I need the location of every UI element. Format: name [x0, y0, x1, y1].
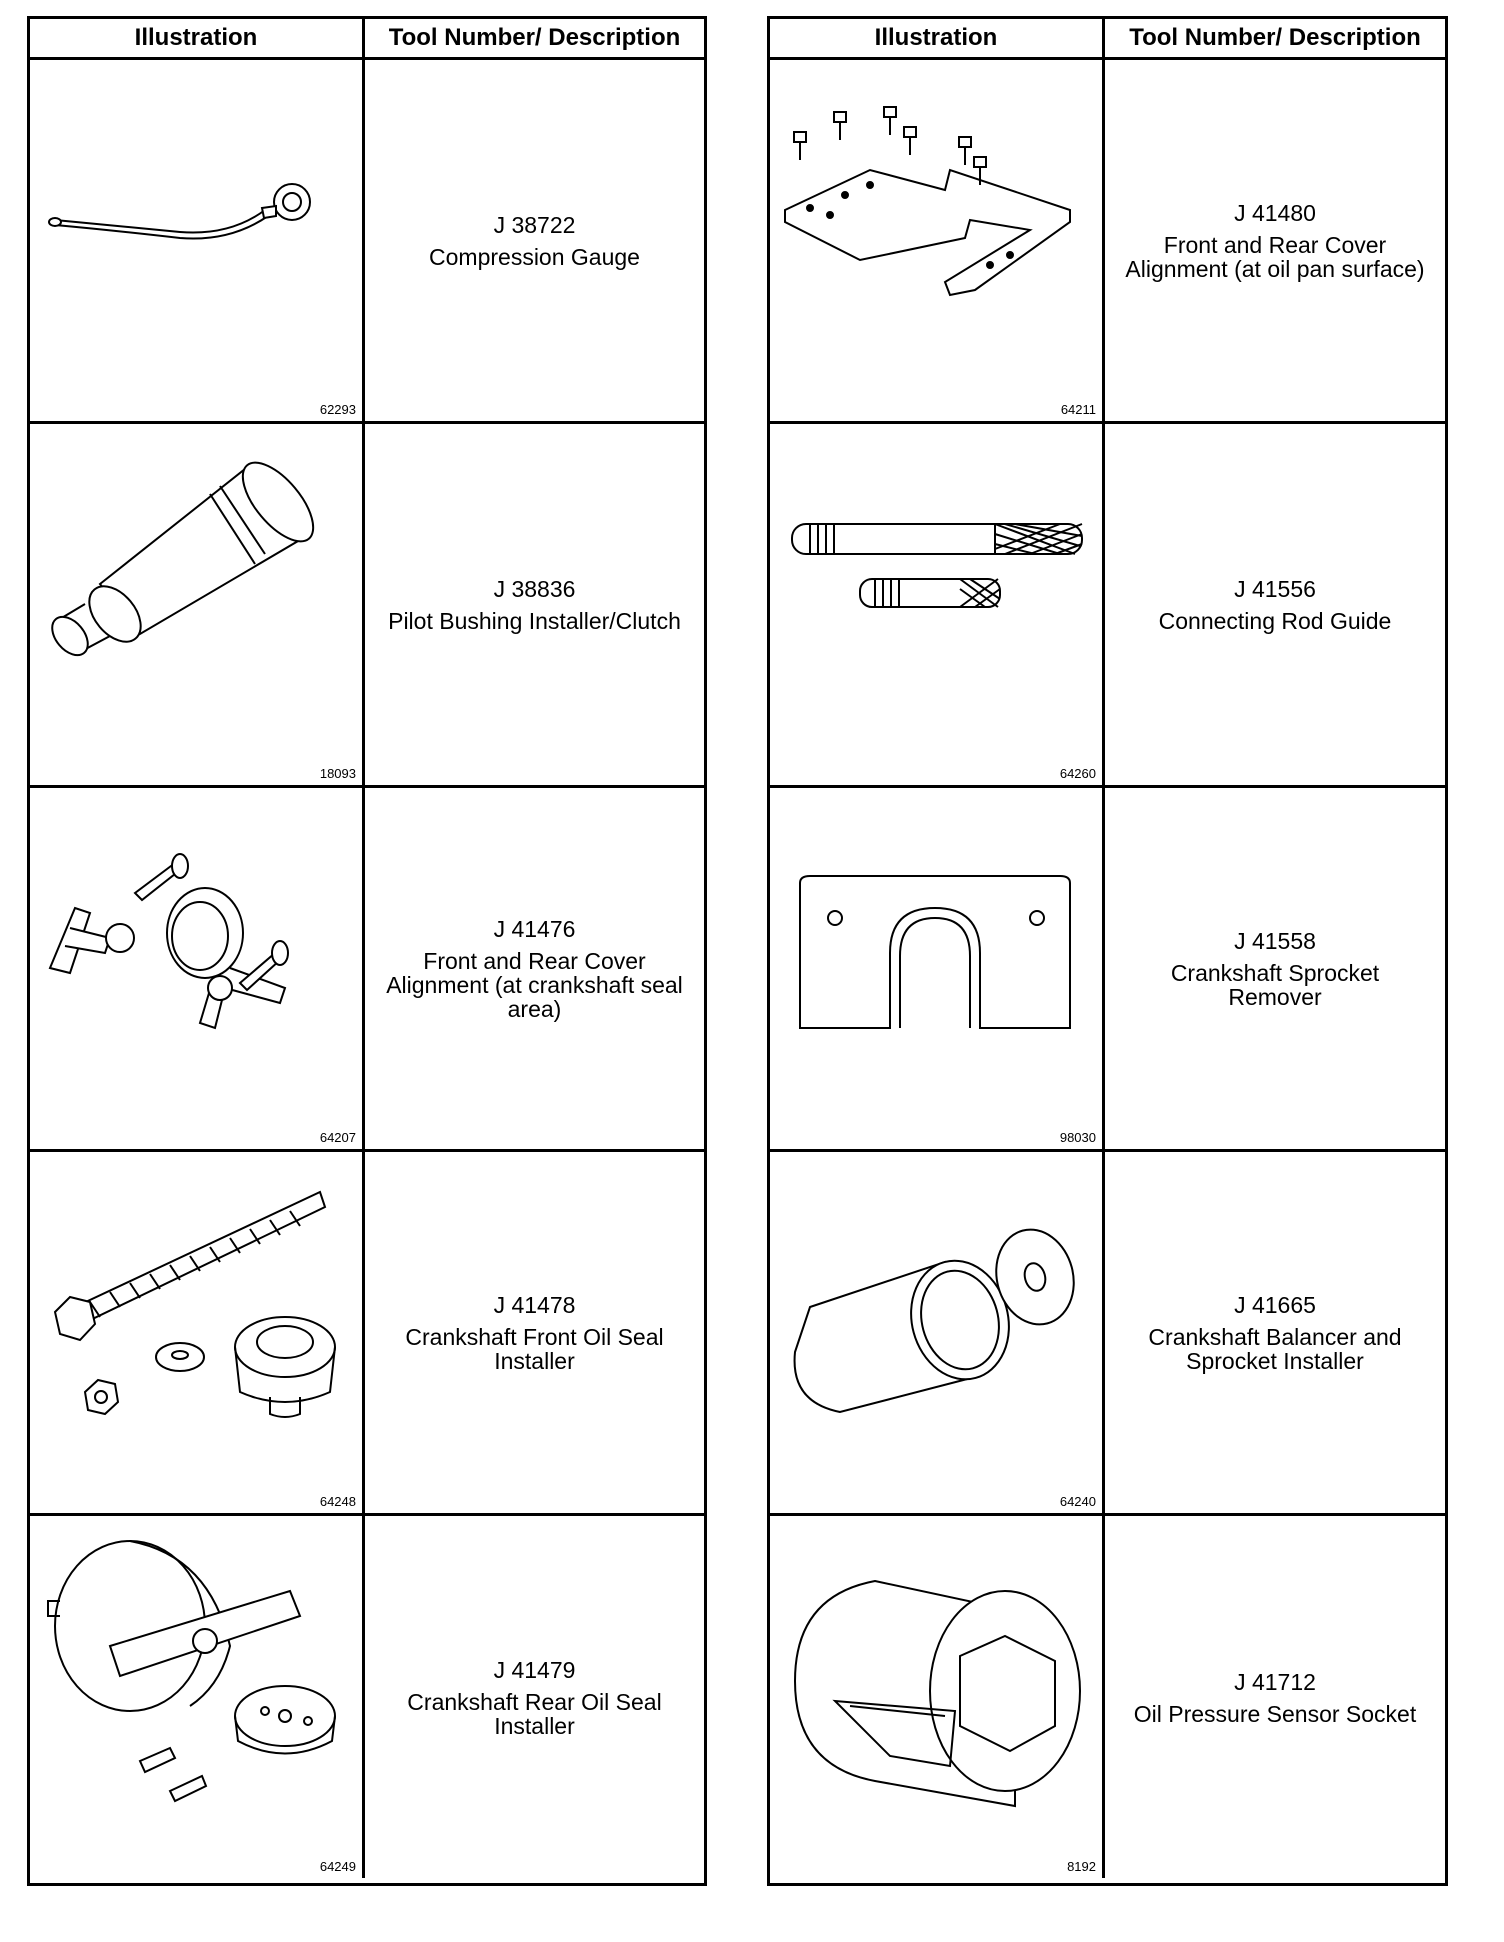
tool-description: Front and Rear Cover Alignment (at oil p… — [1125, 232, 1425, 282]
tool-number: J 41476 — [493, 916, 576, 942]
tool-row: 64248 J 41478 Crankshaft Front Oil Seal … — [30, 1152, 704, 1516]
tool-description: Oil Pressure Sensor Socket — [1133, 1700, 1417, 1727]
compression-gauge-icon — [48, 183, 311, 240]
table-header: Illustration Tool Number/ Description — [30, 19, 704, 60]
tool-number: J 41712 — [1234, 1668, 1316, 1695]
tool-row: 64211 J 41480 Front and Rear Cover Align… — [770, 60, 1445, 424]
illustration-cell: 98030 — [770, 788, 1105, 1149]
tool-row: 98030 J 41558 Crankshaft Sprocket Remove… — [770, 788, 1445, 1152]
tool-row: 64260 J 41556 Connecting Rod Guide — [770, 424, 1445, 788]
illustration-header: Illustration — [770, 19, 1105, 57]
tool-description-cell: J 41558 Crankshaft Sprocket Remover — [1105, 788, 1445, 1149]
bushing-installer-icon — [51, 461, 315, 657]
figure-number: 8192 — [1067, 1859, 1096, 1874]
figure-number: 64207 — [319, 1130, 356, 1145]
illustration-cell: 64249 — [30, 1516, 365, 1878]
illustration-cell: 8192 — [770, 1516, 1105, 1878]
tool-description: Front and Rear Cover Alignment (at crank… — [386, 948, 683, 1022]
tool-description-cell: J 41476 Front and Rear Cover Alignment (… — [365, 788, 704, 1149]
tool-description-cell: J 41665 Crankshaft Balancer and Sprocket… — [1105, 1152, 1445, 1513]
illustration-header: Illustration — [30, 19, 365, 57]
tool-table-right: Illustration Tool Number/ Description — [767, 16, 1448, 1886]
tool-header: Tool Number/ Description — [1129, 24, 1421, 51]
illustration-cell: 64211 — [770, 60, 1105, 421]
tool-description-cell: J 38836 Pilot Bushing Installer/Clutch — [365, 424, 704, 785]
cover-alignment-icon — [48, 853, 289, 1030]
tool-description: Crankshaft Balancer and Sprocket Install… — [1148, 1324, 1402, 1374]
tool-number: J 41665 — [1234, 1292, 1316, 1318]
figure-number: 64249 — [319, 1859, 356, 1874]
alignment-plate-icon — [784, 106, 1071, 297]
tool-description: Pilot Bushing Installer/Clutch — [388, 608, 681, 634]
illustration-cell: 64248 — [30, 1152, 365, 1513]
tool-number: J 38722 — [493, 212, 576, 238]
figure-number: 62293 — [319, 402, 356, 417]
tool-description: Crankshaft Sprocket Remover — [1170, 960, 1380, 1010]
tool-description-cell: J 41480 Front and Rear Cover Alignment (… — [1105, 60, 1445, 421]
tool-row: 18093 J 38836 Pilot Bushing Installer/Cl… — [30, 424, 704, 788]
rear-seal-installer-icon — [47, 1540, 336, 1803]
tool-description-cell: J 41478 Crankshaft Front Oil Seal Instal… — [365, 1152, 704, 1513]
tool-row: 62293 J 38722 Compression Gauge — [30, 60, 704, 424]
tool-row: 64240 J 41665 Crankshaft Balancer and Sp… — [770, 1152, 1445, 1516]
tool-description: Compression Gauge — [429, 244, 640, 270]
illustration-cell: 64207 — [30, 788, 365, 1149]
tool-row: 8192 J 41712 Oil Pressure Sensor Socket — [770, 1516, 1445, 1878]
figure-number: 64211 — [1060, 402, 1096, 417]
tool-number: J 41558 — [1234, 928, 1316, 954]
tool-row: 64249 J 41479 Crankshaft Rear Oil Seal I… — [30, 1516, 704, 1878]
tool-number: J 41478 — [493, 1292, 576, 1318]
sprocket-remover-icon — [799, 875, 1071, 1029]
illustration-cell: 64260 — [770, 424, 1105, 785]
tool-description-cell: J 41556 Connecting Rod Guide — [1105, 424, 1445, 785]
tool-number: J 41479 — [493, 1656, 576, 1683]
balancer-installer-icon — [793, 1228, 1075, 1414]
tool-number: J 38836 — [493, 576, 576, 602]
illustration-cell: 62293 — [30, 60, 365, 421]
tool-table-left: Illustration Tool Number/ Description 62… — [27, 16, 707, 1886]
tool-row: 64207 J 41476 Front and Rear Cover Align… — [30, 788, 704, 1152]
tool-description-cell: J 41712 Oil Pressure Sensor Socket — [1105, 1516, 1445, 1878]
figure-number: 64240 — [1059, 1494, 1096, 1509]
tool-header: Tool Number/ Description — [388, 24, 681, 51]
tool-description: Crankshaft Front Oil Seal Installer — [405, 1324, 664, 1374]
illustration-cell: 18093 — [30, 424, 365, 785]
tool-description: Connecting Rod Guide — [1158, 608, 1392, 634]
sensor-socket-icon — [793, 1579, 1081, 1808]
figure-number: 64248 — [319, 1494, 356, 1509]
figure-number: 18093 — [319, 766, 356, 781]
tool-description-cell: J 41479 Crankshaft Rear Oil Seal Install… — [365, 1516, 704, 1878]
table-header: Illustration Tool Number/ Description — [770, 19, 1445, 60]
figure-number: 64260 — [1059, 766, 1096, 781]
figure-number: 98030 — [1059, 1130, 1096, 1145]
tool-description-cell: J 38722 Compression Gauge — [365, 60, 704, 421]
tool-description: Crankshaft Rear Oil Seal Installer — [407, 1688, 662, 1739]
illustration-cell: 64240 — [770, 1152, 1105, 1513]
tool-number: J 41480 — [1234, 200, 1316, 226]
tool-number: J 41556 — [1234, 576, 1316, 602]
rod-guide-icon — [791, 523, 1083, 608]
front-seal-installer-icon — [53, 1190, 336, 1418]
